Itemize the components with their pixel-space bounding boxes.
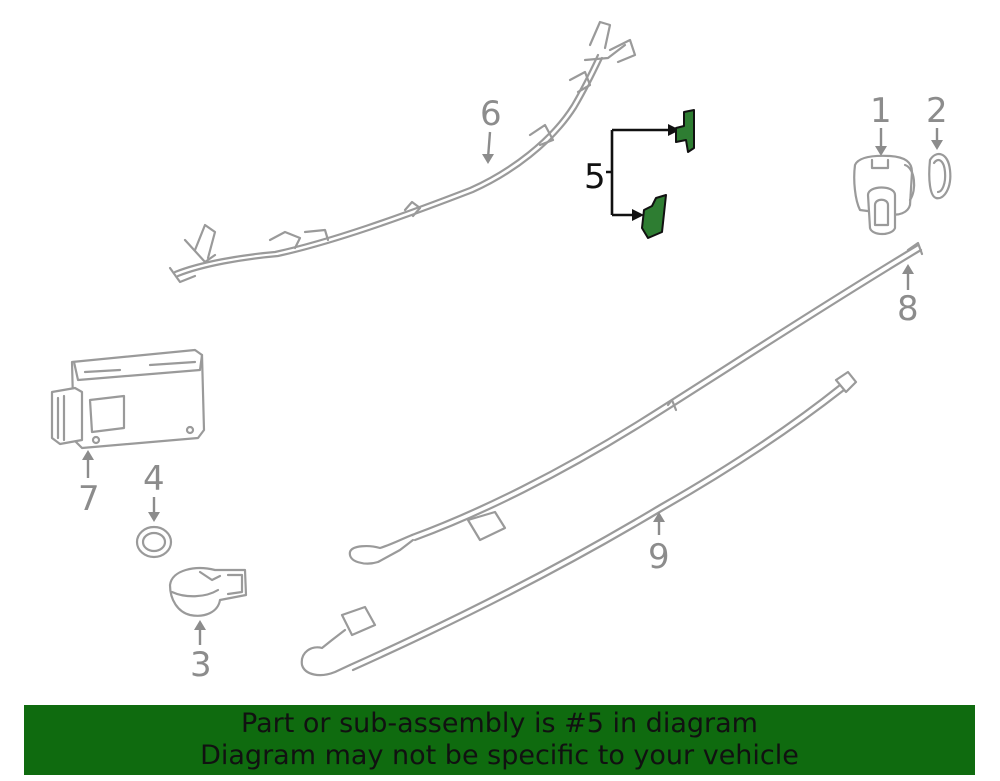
arrow-8 <box>902 264 914 274</box>
part-8-sensor-cable[interactable] <box>348 241 924 565</box>
callout-3: 3 <box>190 645 212 685</box>
callout-2: 2 <box>926 91 948 131</box>
part-3-parking-sensor[interactable] <box>168 567 248 617</box>
leader-5 <box>606 128 670 217</box>
part-9-sensor-cable[interactable] <box>300 370 858 677</box>
arrow-2 <box>931 140 943 150</box>
callout-9: 9 <box>648 537 670 577</box>
callout-5: 5 <box>584 157 606 197</box>
callout-7: 7 <box>78 479 100 519</box>
part-6-wiring-harness[interactable] <box>168 20 637 284</box>
leader-6 <box>486 131 492 159</box>
part-5-upper-bracket[interactable] <box>675 109 695 153</box>
arrow-6 <box>482 154 494 164</box>
part-4-sensor-ring[interactable] <box>135 525 173 559</box>
part-5-lower-bracket[interactable] <box>641 194 667 239</box>
arrow-5b <box>632 209 644 221</box>
banner-line-1: Part or sub-assembly is #5 in diagram <box>241 708 758 739</box>
banner-line-2: Diagram may not be specific to your vehi… <box>200 740 799 771</box>
part-1-parking-sensor[interactable] <box>853 154 916 236</box>
callout-1: 1 <box>870 91 892 131</box>
callout-8: 8 <box>897 289 919 329</box>
info-banner: Part or sub-assembly is #5 in diagram Di… <box>24 705 975 775</box>
callout-6: 6 <box>480 94 502 134</box>
arrow-4 <box>148 512 160 522</box>
parts-diagram: 6 5 1 2 8 <box>50 20 952 685</box>
arrow-1 <box>875 146 887 156</box>
part-2-sensor-ring[interactable] <box>928 152 952 200</box>
part-7-control-module[interactable] <box>50 348 206 450</box>
arrow-7 <box>82 450 94 460</box>
arrow-5a <box>668 124 680 136</box>
arrow-3 <box>194 620 206 630</box>
arrow-9 <box>653 512 665 522</box>
callout-4: 4 <box>143 459 165 499</box>
